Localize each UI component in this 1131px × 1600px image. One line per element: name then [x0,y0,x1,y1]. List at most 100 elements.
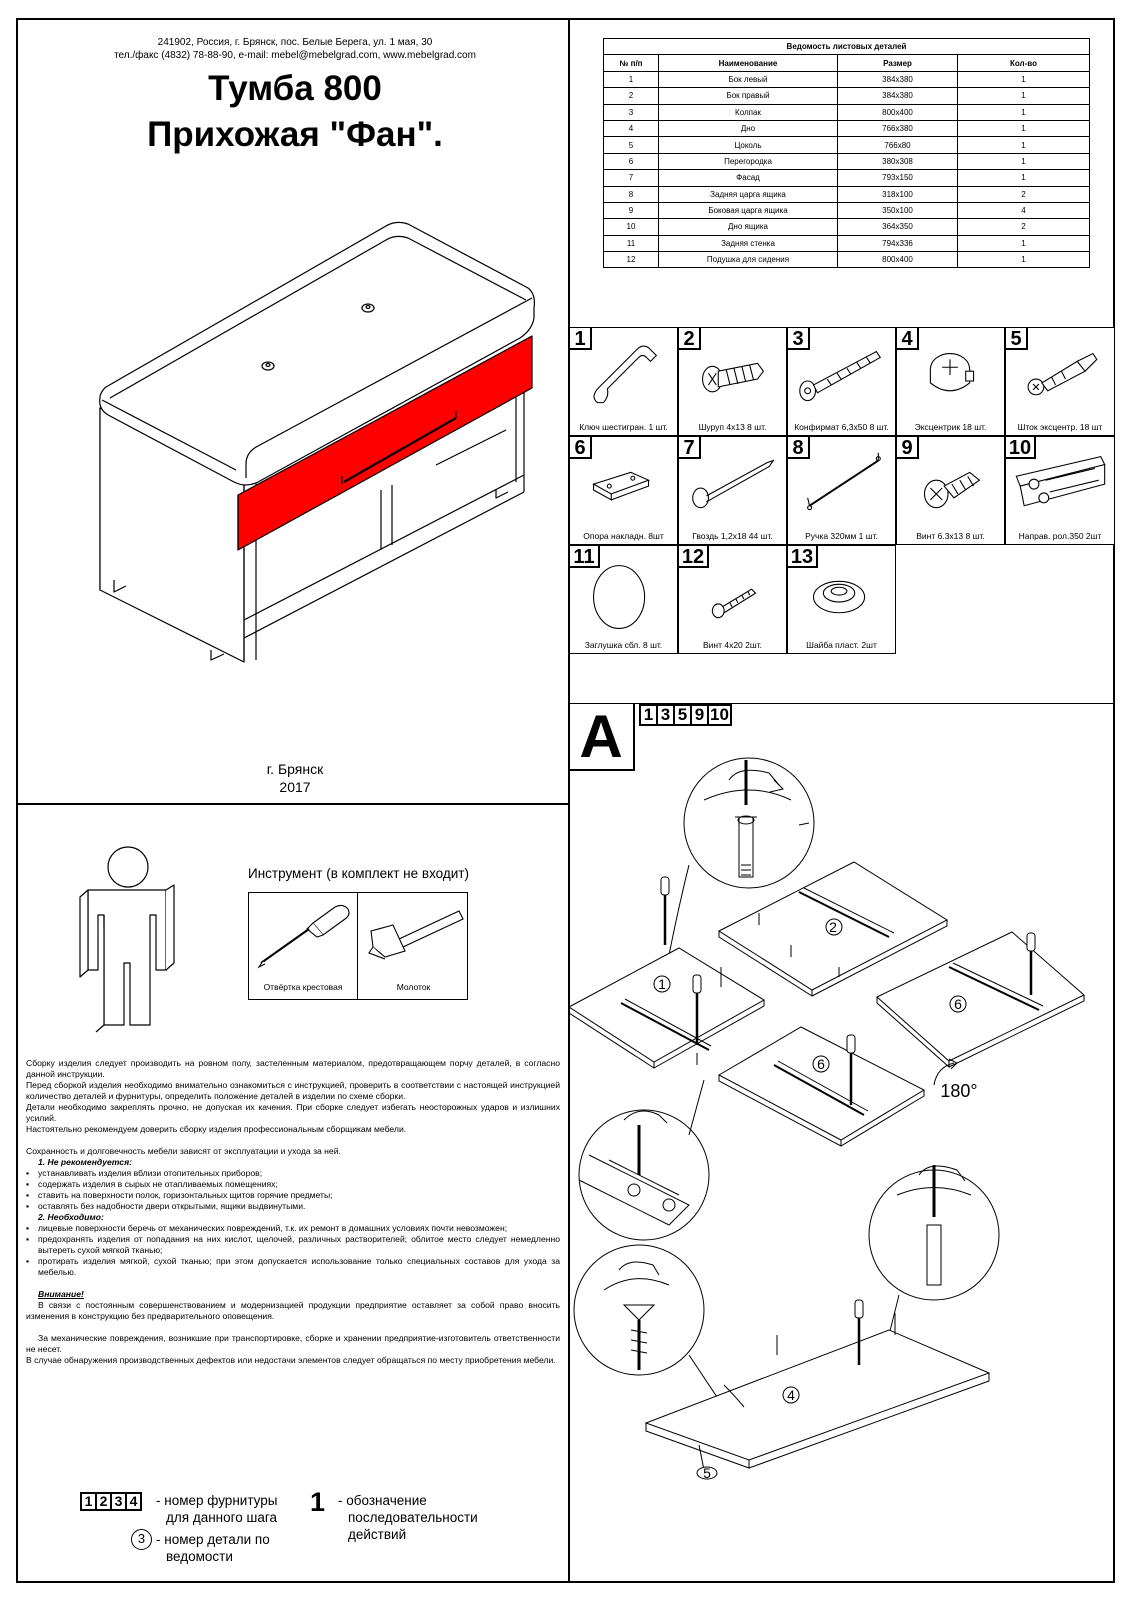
page-frame [16,18,1115,1583]
table-cell: 7 [603,169,659,187]
table-cell: 4 [603,119,659,138]
screwdriver-icon [257,904,350,969]
instruction-paragraph: Сборку изделия следует производить на ро… [26,1058,560,1079]
table-cell: Дно ящика [658,218,838,236]
hardware-number: 5 [1006,328,1028,350]
contact-line: тел./факс (4832) 78-88-90, e-mail: mebel… [114,50,476,61]
hardware-number: 4 [897,328,919,350]
hardware-label: Ручка 320мм 1 шт. [805,531,878,541]
hardware-number: 3 [788,328,810,350]
assembly-step-a-drawing: 2 6 1 6 4 5 180° [569,757,1085,1481]
table-cell: 2 [957,218,1090,236]
table-cell: Бок правый [658,87,838,105]
hardware-label: Гвоздь 1,2x18 44 шт. [692,531,773,541]
hardware-label: Винт 6.3x13 8 шт. [916,531,985,541]
list-item: устанавливать изделия вблизи отопительны… [26,1168,560,1179]
table-cell: 384x380 [837,87,958,105]
table-cell: 1 [957,87,1090,105]
detail-label: 5 [703,1465,711,1481]
legend-line: ведомости [166,1549,233,1564]
instruction-paragraph: За механические повреждения, возникшие п… [26,1333,560,1354]
hardware-number: 8 [788,437,810,459]
legend-line: - номер детали по [156,1532,270,1547]
hardware-label: Опора накладн. 8шт [583,531,664,541]
table-cell: 364x350 [837,218,958,236]
hardware-label: Эксцентрик 18 шт. [914,422,987,432]
detail-label: 4 [787,1387,795,1403]
table-cell: 800x400 [837,103,958,121]
table-cell: 12 [603,251,659,269]
hardware-number: 10 [1006,437,1036,459]
legend-num: 4 [125,1492,142,1511]
title-line-2: Прихожая "Фан". [147,115,443,154]
title-line-1: Тумба 800 [208,69,382,108]
table-cell: 794x336 [837,234,958,253]
parts-table: Ведомость листовых деталей № п/п Наимено… [603,37,1090,269]
detail-label: 6 [817,1056,825,1072]
header-cell: Кол-во [957,54,1090,72]
tools-box: Отвёртка крестовая Молоток [248,892,468,1000]
table-cell: 5 [603,136,659,154]
table-cell: Задняя стенка [658,234,838,253]
table-cell: 1 [957,119,1090,138]
hardware-number: 1 [570,328,592,350]
list-item: протирать изделия мягкой, сухой тканью; … [26,1256,560,1278]
table-cell: 2 [957,185,1090,203]
legend-line: - номер фурнитуры [156,1493,278,1508]
hammer-label: Молоток [396,982,431,992]
table-cell: 380x308 [837,152,958,171]
table-cell: 2 [603,87,659,105]
detail-label: 2 [829,919,837,935]
handle-icon [807,452,881,511]
instruction-paragraph: Детали необходимо закреплять прочно, не … [26,1102,560,1123]
table-cell: 8 [603,185,659,203]
legend-line: для данного шага [166,1510,277,1525]
table-cell: 384x380 [837,70,958,89]
cap-icon [593,565,646,629]
legend-step-text: - обозначение последовательности действи… [338,1492,478,1543]
instructions-text: Сборку изделия следует производить на ро… [26,1058,560,1366]
table-cell: Фасад [658,169,838,187]
city-label: г. Брянск [266,761,324,777]
hammer-icon [368,910,464,960]
table-cell: 1 [957,136,1090,154]
legend-hardware-text: - номер фурнитуры для данного шага [156,1492,277,1526]
instruction-paragraph: Перед сборкой изделия необходимо внимате… [26,1080,560,1101]
detail-label: 1 [658,976,666,992]
hardware-label: Шток эксцентр. 18 шт [1017,422,1103,432]
table-cell: 800x400 [837,251,958,269]
parts-table-caption: Ведомость листовых деталей [603,37,1090,56]
instruction-paragraph: В случае обнаружения производственных де… [26,1355,556,1365]
table-cell: 793x150 [837,169,958,187]
person-icon [79,846,175,1033]
drawer-rail-icon [1015,456,1106,507]
list-item: содержать изделия в сырых не отапливаемы… [26,1179,560,1190]
table-cell: Подушка для сидения [658,251,838,269]
instruction-paragraph: В связи с постоянным совершенствованием … [26,1300,560,1321]
list-item: лицевые поверхности беречь от механическ… [26,1223,560,1234]
legend-line: последовательности [348,1510,478,1525]
step-section-divider [569,703,1115,704]
hardware-label: Винт 4x20 2шт. [702,640,763,650]
legend-part-text: - номер детали по ведомости [156,1531,270,1565]
left-section-divider [16,803,569,805]
eccentric-icon [929,352,975,392]
